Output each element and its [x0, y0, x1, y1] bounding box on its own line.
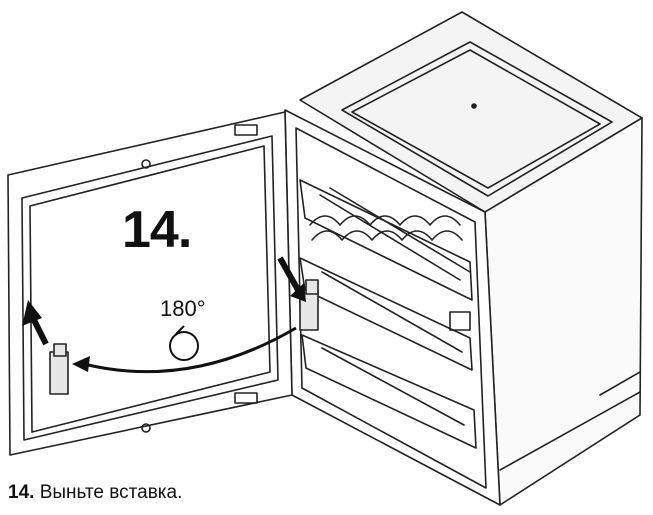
- caption-text: Выньте вставка.: [39, 482, 183, 503]
- step-number: 14.: [122, 201, 192, 259]
- upper-hinge: [234, 124, 258, 136]
- open-door: [7, 111, 293, 456]
- wine-shelves: [299, 179, 477, 449]
- insert-part-door: [49, 343, 69, 395]
- rotation-icon: [169, 325, 199, 361]
- lower-hinge: [234, 392, 258, 404]
- cabinet-top: [299, 11, 643, 213]
- bottle-cradles: [309, 215, 463, 241]
- transfer-arrowhead: [72, 356, 90, 372]
- transfer-arrow: [83, 326, 297, 374]
- caption-number: 14.: [8, 482, 35, 503]
- cabinet-front: [284, 109, 501, 506]
- cabinet-side: [484, 117, 643, 506]
- down-arrow: [277, 256, 306, 302]
- caption: 14. Выньте вставка.: [8, 482, 182, 504]
- up-arrow: [22, 300, 49, 346]
- control-panel: [449, 311, 471, 331]
- rotation-angle-label: 180°: [160, 296, 206, 321]
